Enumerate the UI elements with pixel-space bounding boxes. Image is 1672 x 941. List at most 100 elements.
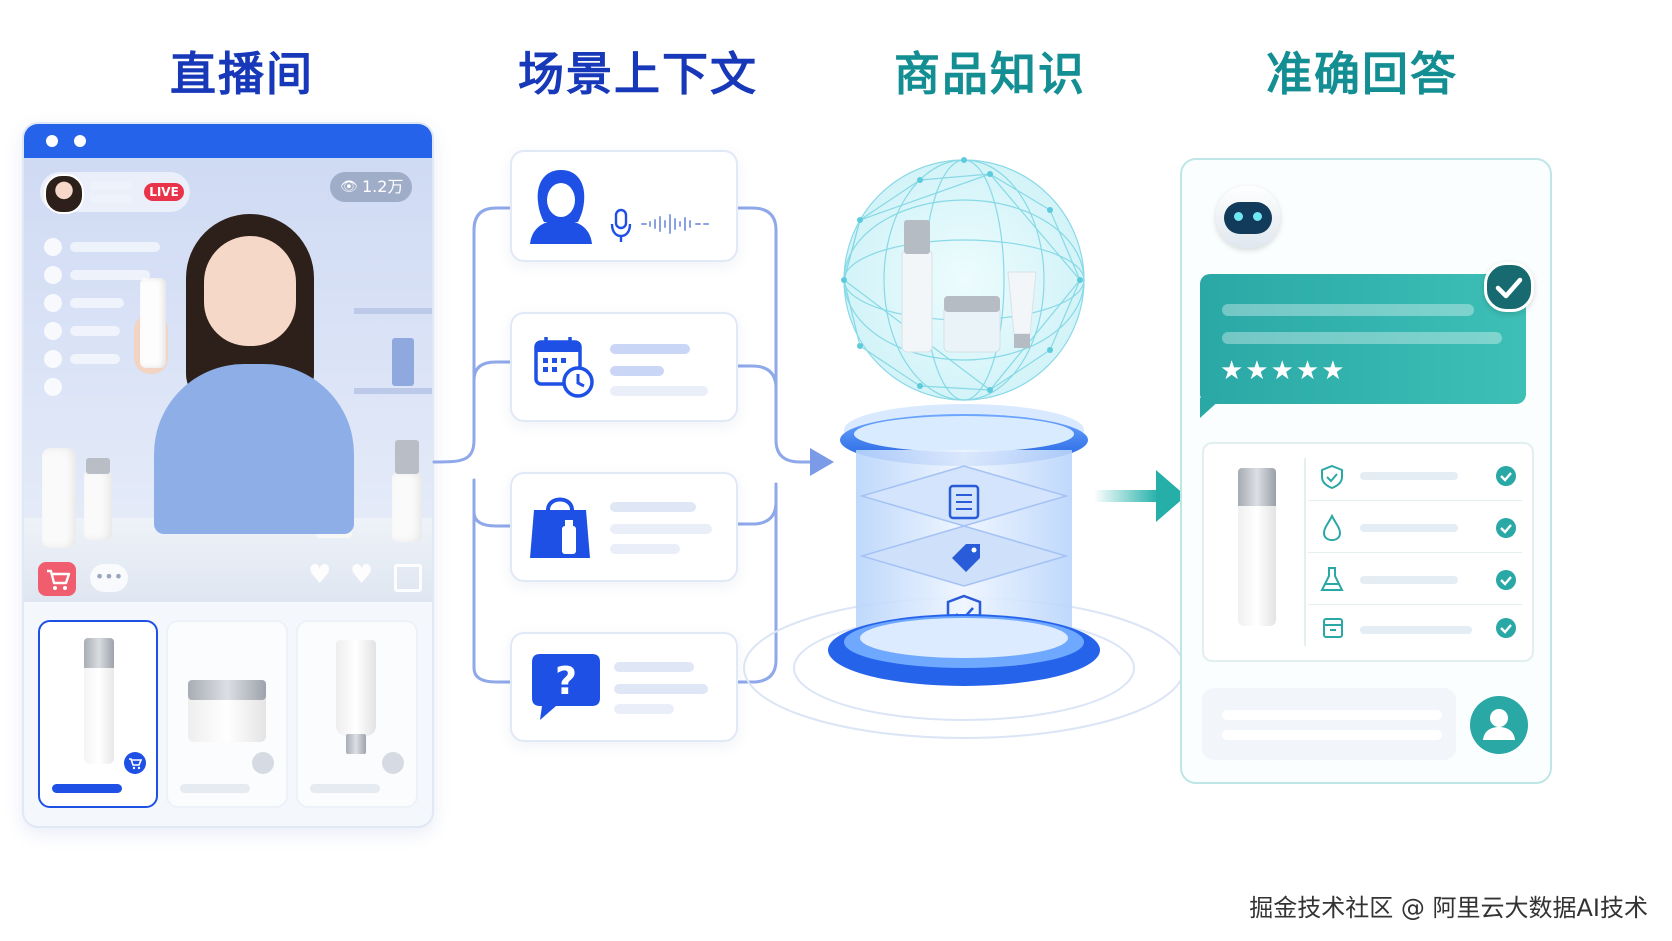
attribute-row-ingredients [1308, 556, 1522, 605]
context-text-line [610, 502, 696, 512]
robot-eye [1234, 212, 1243, 221]
globe-product-bottle [901, 249, 933, 353]
arrow-right-icon [1156, 470, 1186, 522]
comment-avatar [44, 294, 62, 312]
product-image-bottle [84, 652, 114, 764]
comment-avatar [44, 378, 62, 396]
background-box [392, 338, 414, 386]
background-shelf [354, 308, 432, 314]
globe-product-bottle-cap [904, 220, 930, 254]
verified-check-icon [1484, 262, 1534, 312]
cart-button[interactable] [38, 562, 76, 596]
add-to-cart-icon[interactable] [382, 752, 404, 774]
knowledge-globe [844, 160, 1084, 400]
comment-line [70, 270, 150, 280]
product-name-bar [52, 784, 122, 793]
product-image-bottle-cap [84, 638, 114, 668]
comment-button[interactable]: ••• [90, 564, 128, 592]
title-product-knowledge: 商品知识 [894, 47, 1086, 101]
context-text-line [614, 684, 708, 694]
product-bottle [84, 470, 112, 540]
product-image-tube [336, 640, 376, 736]
comment-line [70, 298, 124, 308]
add-to-cart-icon[interactable] [252, 752, 274, 774]
knowledge-base-illustration [743, 157, 1180, 739]
product-image-jar-lid [188, 680, 266, 700]
product-image-tube-cap [346, 734, 366, 754]
attribute-text-line [1360, 472, 1458, 480]
robot-visor [1224, 202, 1272, 234]
window-title-bar [24, 124, 432, 158]
product-card[interactable] [166, 620, 288, 808]
like-icon[interactable]: ♥ [350, 560, 374, 590]
globe-product-jar [943, 305, 1001, 353]
svg-text:?: ? [555, 659, 577, 703]
context-card-time [510, 312, 738, 422]
lab-flask-icon [1320, 567, 1344, 591]
document-list-icon [948, 484, 980, 520]
product-bottle [392, 472, 422, 542]
sound-wave-icon [641, 214, 709, 234]
product-bottle-cap [86, 458, 110, 474]
detail-product-bottle-cap [1238, 468, 1276, 506]
check-circle-icon [1496, 466, 1516, 486]
input-text-line [1222, 730, 1442, 740]
shopping-bag-icon [530, 497, 590, 558]
comment-line [70, 242, 160, 252]
window-dot [74, 135, 86, 147]
attribute-row-safety [1308, 452, 1522, 501]
answer-panel: ★★★★★ [1180, 158, 1552, 784]
detail-product-bottle [1238, 502, 1276, 626]
robot-eye [1253, 212, 1262, 221]
user-message-input[interactable] [1202, 688, 1456, 760]
context-card-product [510, 472, 738, 582]
streamer [134, 214, 374, 534]
network-nodes [841, 157, 1083, 393]
shopping-cart-icon [47, 569, 71, 590]
streamer-info-pill[interactable]: LIVE [40, 172, 190, 214]
title-scene-context: 场景上下文 [518, 47, 758, 101]
product-card[interactable] [296, 620, 418, 808]
globe-product-jar-lid [944, 296, 1000, 312]
streamer-name-placeholder [90, 195, 132, 203]
context-card-user-voice [510, 150, 738, 262]
streamer-body [154, 364, 354, 534]
attribute-text-line [1360, 576, 1458, 584]
window-dot [46, 135, 58, 147]
product-card-selected[interactable] [38, 620, 158, 808]
answer-bubble: ★★★★★ [1200, 274, 1526, 404]
comment-line [70, 354, 120, 364]
context-text-line [610, 544, 680, 554]
flow-arrow [1094, 470, 1186, 522]
attribute-text-line [1360, 626, 1472, 634]
shield-icon [1321, 464, 1343, 490]
live-video-area: LIVE 👁 1.2万 ••• [24, 158, 432, 602]
context-text-line [614, 662, 694, 672]
price-tag-icon [952, 544, 980, 572]
product-detail-card [1202, 442, 1534, 662]
attribute-row-moisture [1308, 504, 1522, 553]
context-card-question: ? [510, 632, 738, 742]
watermark: 掘金技术社区 @ 阿里云大数据AI技术 [1249, 894, 1648, 922]
check-circle-icon [1496, 618, 1516, 638]
microphone-icon [610, 208, 632, 242]
like-icon[interactable]: ♥ [308, 560, 332, 590]
water-drop-icon [1322, 514, 1342, 542]
add-to-cart-icon[interactable] [124, 752, 146, 774]
context-text-line [610, 524, 712, 534]
product-bottle [42, 448, 76, 548]
product-name-bar [310, 784, 380, 793]
user-avatar-icon [1470, 696, 1528, 754]
product-bottle-cap [395, 440, 419, 474]
ai-robot-icon [1210, 180, 1286, 256]
calendar-clock-icon [534, 337, 594, 398]
context-text-line [610, 386, 708, 396]
held-product-bottle [140, 278, 166, 368]
live-room-window: LIVE 👁 1.2万 ••• [22, 122, 434, 828]
gift-icon[interactable] [394, 564, 422, 592]
context-text-line [614, 704, 674, 714]
input-text-line [1222, 710, 1442, 720]
context-text-line [610, 344, 690, 354]
title-accurate-answer: 准确回答 [1266, 47, 1458, 101]
comment-avatar [44, 350, 62, 368]
